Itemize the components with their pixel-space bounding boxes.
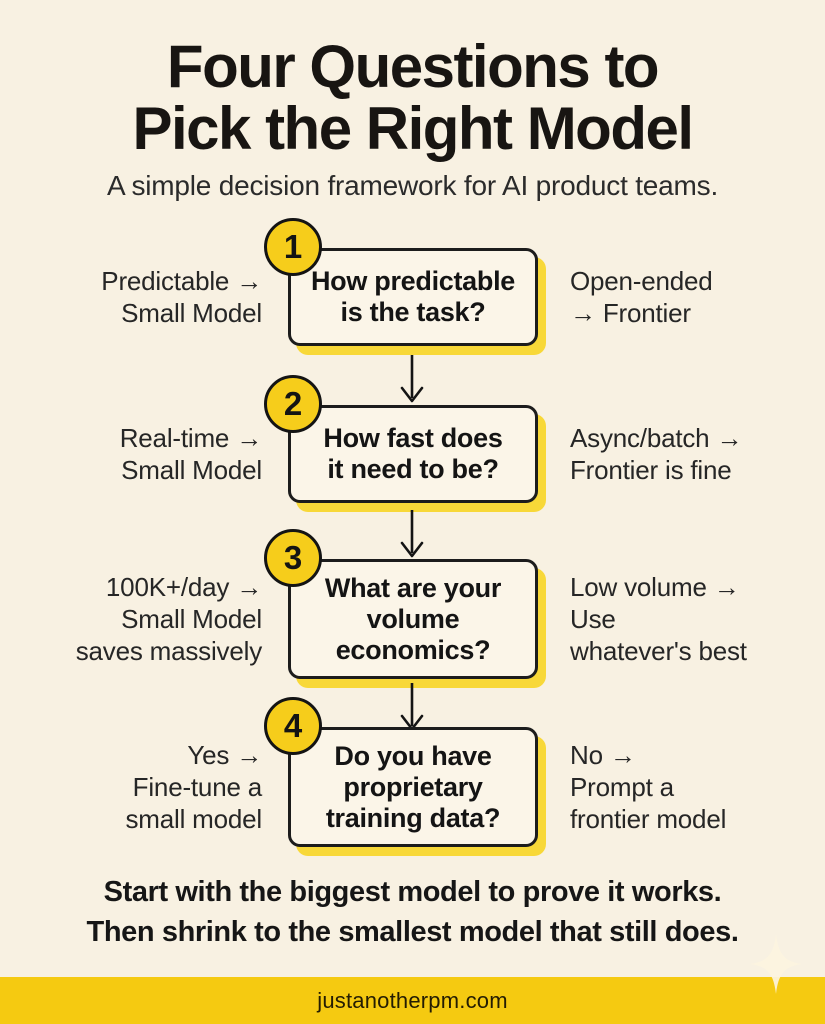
step2-left-line2: Small Model (121, 455, 262, 485)
step1-question-line2: is the task? (340, 297, 486, 327)
step4-left-line3: small model (125, 804, 262, 834)
step3-left-line1: 100K+/day → (105, 572, 262, 602)
step2-question-box: How fast does it need to be? (288, 405, 538, 503)
step2-right-label: Async/batch → Frontier is fine (570, 405, 810, 503)
step4-question-box: Do you have proprietary training data? (288, 727, 538, 847)
step2-question-line1: How fast does (323, 423, 503, 453)
page-title: Four Questions to Pick the Right Model (0, 36, 825, 160)
step1-number-badge: 1 (264, 218, 322, 276)
step2-number-badge: 2 (264, 375, 322, 433)
step4-right-label: No → Prompt a frontier model (570, 727, 810, 847)
step4-question-line3: training data? (325, 802, 501, 833)
step2-right-line1: Async/batch → (570, 423, 743, 453)
step2-left-line1: Real-time → (119, 423, 262, 453)
step2-right-line2: Frontier is fine (570, 455, 732, 485)
down-arrow-icon (400, 355, 424, 403)
step4-left-label: Yes → Fine-tune a small model (0, 727, 262, 847)
page-title-line1: Four Questions to (166, 33, 660, 100)
step4-left-line1: Yes → (187, 740, 262, 770)
down-arrow-icon (400, 510, 424, 558)
outro-line1: Start with the biggest model to prove it… (103, 876, 722, 908)
outro-line2: Then shrink to the smallest model that s… (86, 916, 739, 948)
outro-advice: Start with the biggest model to prove it… (0, 872, 825, 952)
step1-question-box: How predictable is the task? (288, 248, 538, 346)
step3-left-line3: saves massively (75, 636, 262, 666)
step4-left-line2: Fine-tune a (132, 772, 263, 802)
step3-right-line3: whatever's best (570, 636, 747, 666)
step3-question-line3: economics? (335, 634, 491, 665)
step2-question-line2: it need to be? (327, 454, 499, 484)
step3-right-line2: Use (570, 604, 616, 634)
step3-question-box: What are your volume economics? (288, 559, 538, 679)
step1-question-line1: How predictable (310, 266, 516, 296)
step3-question-line1: What are your (324, 572, 502, 603)
footer-bar: justanotherpm.com (0, 977, 825, 1024)
step4-question-line1: Do you have (334, 740, 492, 771)
step4-number-badge: 4 (264, 697, 322, 755)
step1-right-line2: → Frontier (570, 298, 691, 328)
down-arrow-icon (400, 683, 424, 731)
step1-right-label: Open-ended → Frontier (570, 248, 810, 346)
step3-right-line1: Low volume → (570, 572, 740, 602)
sparkle-icon (750, 934, 802, 994)
step1-left-line2: Small Model (121, 298, 262, 328)
step1-left-line1: Predictable → (101, 266, 262, 296)
step4-right-line1: No → (570, 740, 636, 770)
page-subtitle: A simple decision framework for AI produ… (106, 170, 719, 201)
step3-right-label: Low volume → Use whatever's best (570, 559, 810, 679)
page-title-line2: Pick the Right Model (132, 95, 694, 162)
step3-question-line2: volume (366, 603, 460, 634)
step3-left-line2: Small Model (121, 604, 262, 634)
step4-right-line2: Prompt a (570, 772, 674, 802)
step1-left-label: Predictable → Small Model (0, 248, 262, 346)
step3-number-badge: 3 (264, 529, 322, 587)
step1-right-line1: Open-ended (570, 266, 713, 296)
step4-right-line3: frontier model (570, 804, 727, 834)
step4-question-line2: proprietary (343, 771, 483, 802)
footer-url: justanotherpm.com (317, 987, 508, 1013)
step3-left-label: 100K+/day → Small Model saves massively (0, 559, 262, 679)
step2-left-label: Real-time → Small Model (0, 405, 262, 503)
